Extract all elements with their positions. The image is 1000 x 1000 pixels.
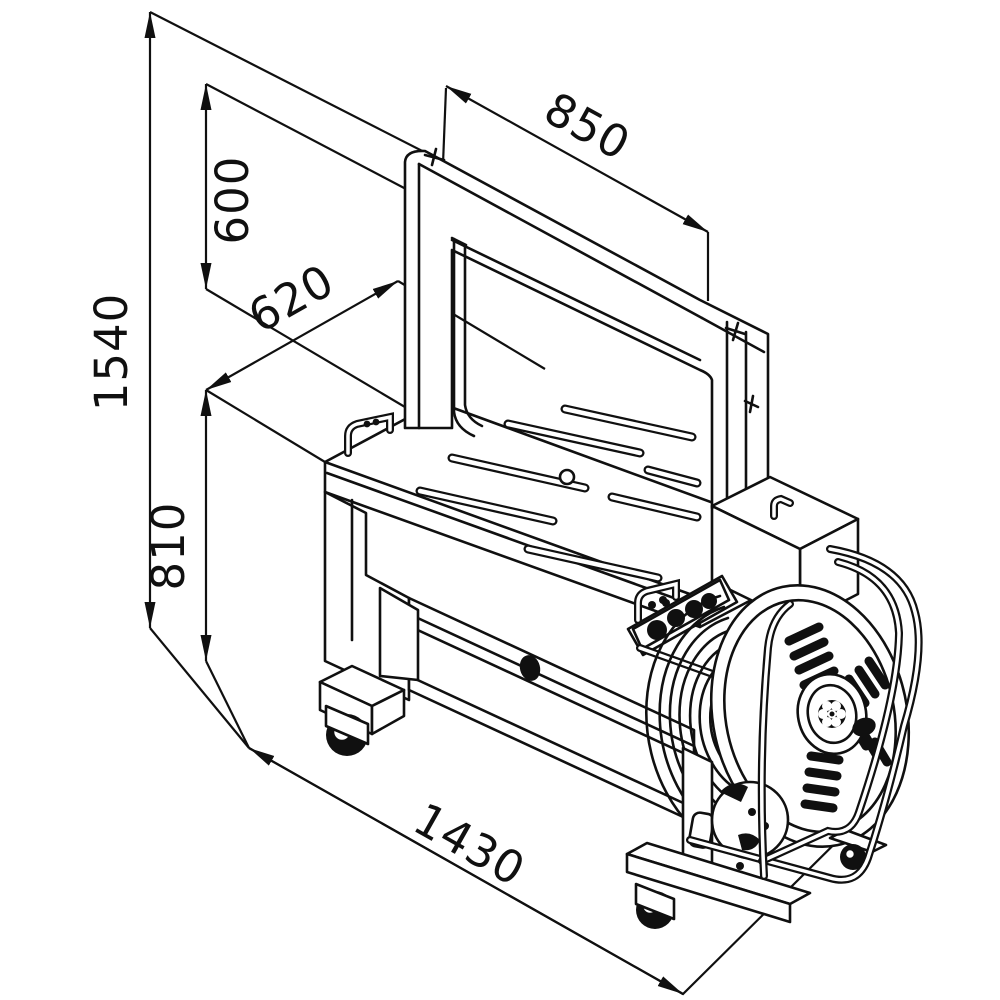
dim-label-810: 810 [142,502,195,591]
dim-label-1430: 1430 [405,792,534,896]
dim-label-1540: 1540 [85,293,138,412]
strap-exit-hole [558,468,576,486]
dimension-table-height: 810 [142,390,250,749]
strapping-arch [403,147,770,592]
dim-label-600: 600 [206,156,259,245]
table-slots [415,404,702,583]
dimension-arch-clearance: 600 [200,83,438,427]
drawer-knob [519,655,541,681]
guide-clip-right [634,578,680,624]
flange-strap-hole [852,717,876,737]
caster-wheel-left [324,704,370,756]
brake-disc [710,780,790,870]
reel-hub [796,672,868,756]
strap-coil-reel [644,584,911,850]
dim-label-620: 620 [240,254,343,344]
screw-cross-right [724,321,747,342]
caster-wheel-front-right [634,882,676,929]
strap-guide-sled [450,236,484,438]
screw-cross-left [423,147,446,167]
guide-clip-left [344,412,394,457]
reel-guard-wire [686,545,923,884]
machine-leg-left [318,586,420,736]
dimension-overall-height: 1540 [85,11,437,749]
dim-label-850: 850 [536,82,639,171]
